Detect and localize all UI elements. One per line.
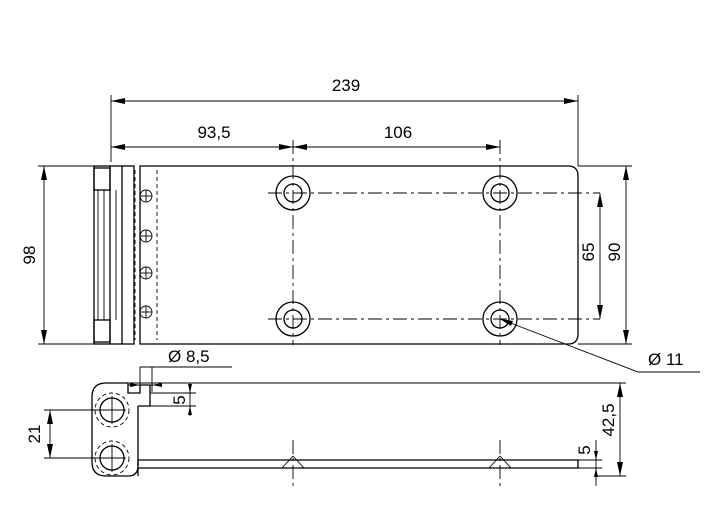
dimension-98: 98 [20,165,94,345]
dim-label-side-height: 42,5 [599,403,618,436]
knuckle-segment [93,167,111,191]
dimension-93-5: 93,5 [111,123,293,150]
dimension-90: 90 [578,165,632,345]
rivet-icon [139,189,153,203]
dimension-thickness: 5 [575,440,602,486]
dimension-pin-diameter: Ø 8,5 [128,347,232,392]
knuckle-segment [93,319,111,343]
pin-lower [94,440,130,476]
countersink-mark [488,455,512,469]
dim-label-overall-length: 239 [332,76,360,95]
dimension-pin-offset: 5 [150,383,196,416]
dim-label-thickness: 5 [575,445,594,454]
leaf-plate [138,459,579,469]
plate-outline [139,165,579,345]
dimension-hole-diameter: Ø 11 [499,318,700,373]
countersink-mark [281,455,305,469]
rivet-icon [139,266,153,280]
side-view [91,382,579,488]
dim-label-overall-height: 98 [20,246,39,265]
dim-label-pin-diameter: Ø 8,5 [168,347,210,366]
dim-label-inner-height: 90 [605,243,624,262]
rivet-icon [139,305,153,319]
rivet-icon [139,229,153,243]
dim-label-pin-offset: 5 [170,395,189,404]
dim-label-hole-diameter: Ø 11 [648,350,684,369]
dimension-42-5: 42,5 [106,382,626,477]
dimension-65: 65 [579,193,603,319]
dimension-239: 239 [110,76,579,166]
pin-upper [94,392,130,428]
knuckle-strip [93,165,135,345]
dim-label-hole-offset: 93,5 [197,123,230,142]
dim-label-hole-row-spacing: 65 [579,243,598,262]
dimension-21: 21 [25,409,100,459]
dim-label-knuckle-offset: 21 [25,425,44,444]
dimension-106: 106 [293,123,500,150]
dim-label-hole-spacing: 106 [384,123,412,142]
knuckle-profile [91,382,139,477]
rivet-group [139,189,153,319]
top-view [93,140,600,345]
